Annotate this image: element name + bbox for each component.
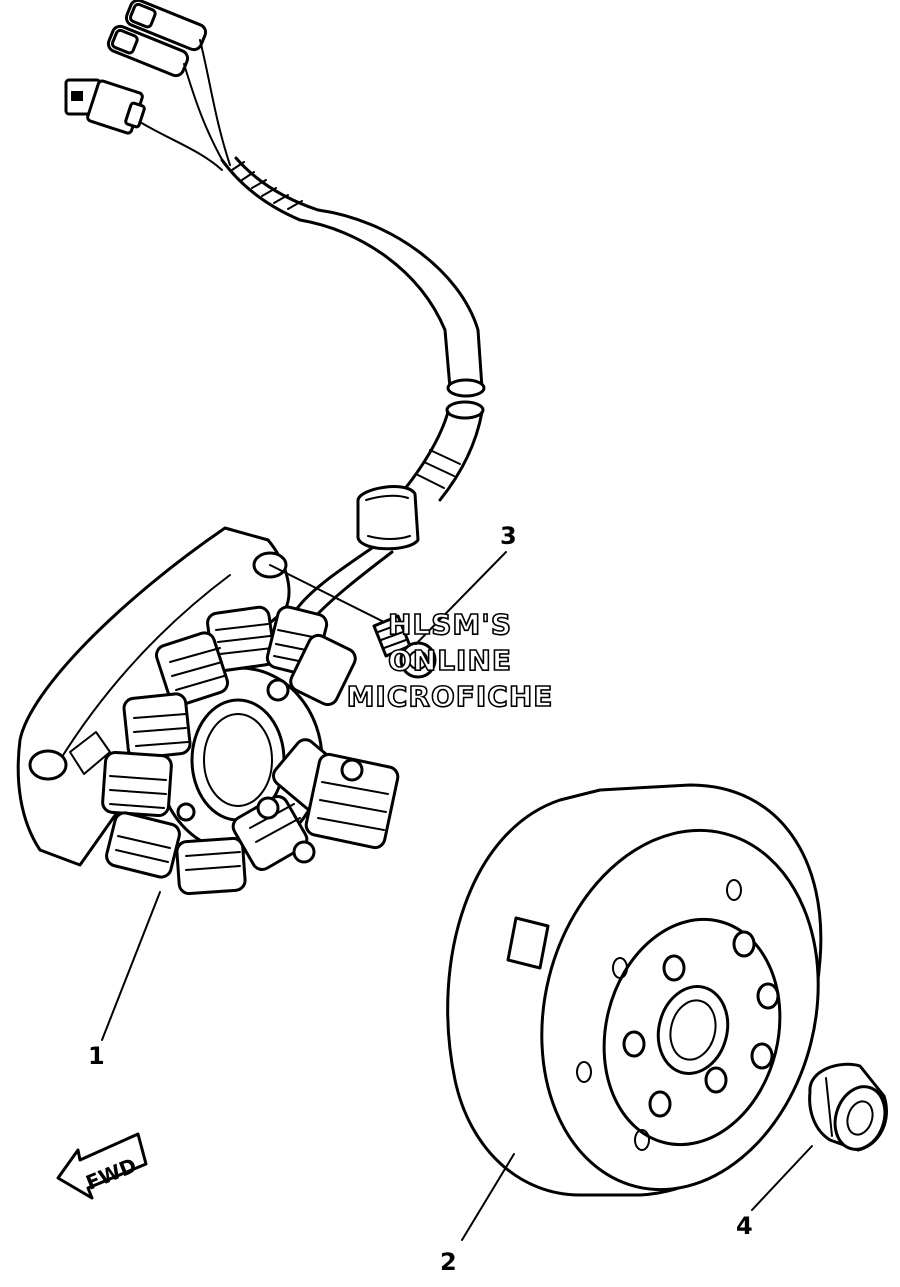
callout-numbers: 1 2 3 4 [88, 522, 753, 1276]
callout-3: 3 [500, 522, 517, 550]
leader-line-1 [101, 891, 161, 1041]
stator-coil-assembly [16, 526, 400, 896]
watermark-line-2: ONLINE [388, 644, 512, 677]
stator-screws [176, 678, 364, 864]
leader-lines [101, 551, 813, 1241]
leader-line-3 [415, 551, 507, 645]
leader-line-2 [461, 1153, 515, 1241]
bullet-connector-middle [106, 24, 190, 78]
wire-harness [64, 0, 486, 622]
stator-coils [101, 605, 400, 896]
callout-2: 2 [440, 1248, 457, 1276]
watermark-line-1: HLSM'S [388, 608, 512, 641]
stator-screw [372, 614, 437, 679]
flywheel-rotor [446, 783, 823, 1197]
bullet-connector-top [124, 0, 208, 52]
leader-line-4 [751, 1145, 813, 1211]
fwd-direction-arrow: FWD [56, 1132, 148, 1200]
coupler-connector [64, 78, 146, 135]
watermark-line-3: MICROFICHE [347, 680, 554, 713]
flywheel-nut [808, 1062, 888, 1152]
watermark: HLSM'S ONLINE MICROFICHE [346, 607, 554, 714]
callout-4: 4 [736, 1212, 753, 1240]
callout-1: 1 [88, 1042, 105, 1070]
